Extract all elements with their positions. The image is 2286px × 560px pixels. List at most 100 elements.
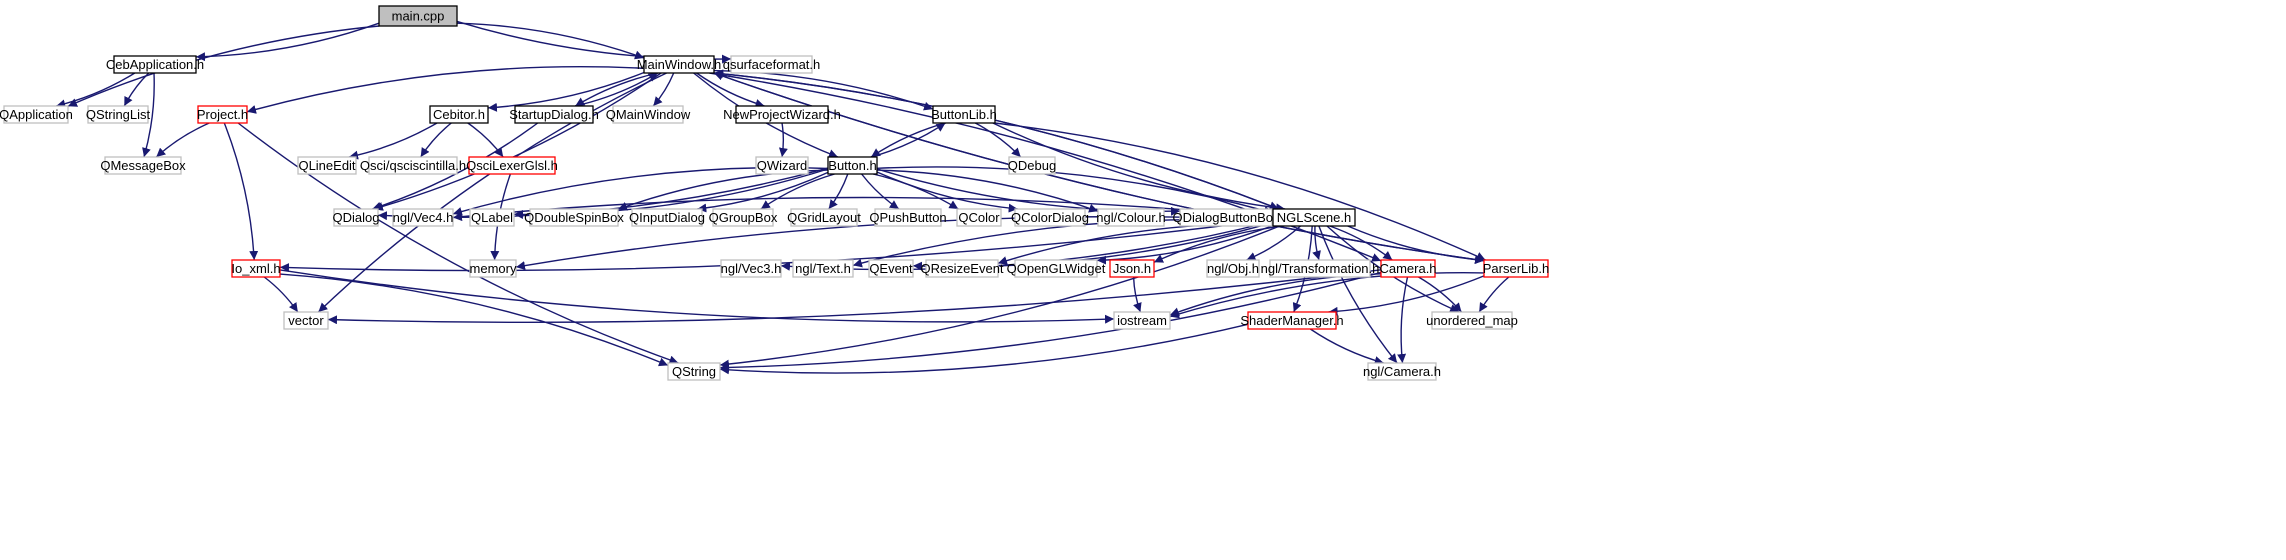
node-label: QInputDialog — [629, 210, 705, 225]
node-label: QDialog — [333, 210, 380, 225]
edge-json-h-to-iostream — [1132, 276, 1142, 313]
node-project-h[interactable]: Project.h — [197, 105, 248, 124]
edge-path — [870, 122, 946, 158]
edge-buttonlib-h-to-qdebug — [974, 122, 1022, 158]
edge-path — [713, 69, 1279, 210]
node-io-xml-h[interactable]: Io_xml.h — [231, 259, 281, 278]
node-mainwindow-h[interactable]: MainWindow.h — [637, 55, 722, 74]
node-box — [468, 156, 556, 175]
node-box — [720, 259, 782, 278]
node-label: QMainWindow — [606, 107, 691, 122]
edge-path — [155, 122, 210, 158]
edge-io-xml-h-to-iostream — [279, 269, 1115, 324]
edge-io-xml-h-to-qstring — [279, 273, 669, 367]
edge-nglscene-h-to-qstring — [719, 225, 1281, 369]
node-main-cpp[interactable]: main.cpp — [378, 5, 458, 27]
edge-main-cpp-to-qapplication — [67, 25, 380, 107]
node-json-h[interactable]: Json.h — [1109, 259, 1155, 278]
node-box — [1247, 311, 1337, 330]
edge-path — [696, 72, 765, 108]
edge-mainwindow-h-to-qdialog — [373, 72, 662, 211]
node-label: QLineEdit — [298, 158, 355, 173]
node-ngl-colour-h: ngl/Colour.h — [1096, 208, 1166, 227]
node-box — [429, 105, 489, 124]
node-nglscene-h[interactable]: NGLScene.h — [1272, 208, 1356, 227]
node-startupdialog-h[interactable]: StartupDialog.h — [509, 105, 599, 124]
edge-parserlib-h-to-iostream — [1169, 271, 1485, 319]
node-qcolordialog: QColorDialog — [1011, 208, 1089, 227]
edge-button-h-to-qgroupbox — [760, 173, 835, 210]
edge-buttonlib-h-to-parserlib-h — [994, 122, 1486, 261]
edge-cebapplication-h-to-qmessagebox — [142, 72, 155, 158]
node-box — [378, 5, 458, 27]
edge-main-cpp-to-mainwindow-h — [456, 22, 645, 60]
edge-startupdialog-h-to-mainwindow-h — [575, 72, 659, 107]
edge-path — [719, 271, 1382, 372]
node-qinputdialog: QInputDialog — [629, 208, 705, 227]
node-box — [529, 208, 619, 227]
edge-nglscene-h-to-ngl-vec4-h — [452, 196, 1274, 222]
node-qdialogbuttonbox: QDialogButtonBox — [1173, 208, 1280, 227]
edge-button-h-to-qinputdialog — [697, 171, 829, 213]
node-label: QResizeEvent — [920, 261, 1003, 276]
node-box — [643, 55, 715, 74]
edge-path — [778, 122, 788, 158]
node-label: QOpenGLWidget — [1007, 261, 1106, 276]
node-box — [3, 105, 69, 124]
edge-nglscene-h-to-json-h — [1153, 225, 1284, 263]
node-label: MainWindow.h — [637, 57, 722, 72]
edge-mainwindow-h-to-newprojectwizard-h — [696, 72, 765, 108]
node-qapplication: QApplication — [0, 105, 73, 124]
node-label: QColor — [958, 210, 1000, 225]
node-box — [197, 105, 248, 124]
edge-path — [992, 122, 1286, 213]
edge-path — [348, 122, 438, 160]
edge-button-h-to-qcolordialog — [876, 171, 1018, 213]
node-cebitor-h[interactable]: Cebitor.h — [429, 105, 489, 124]
node-box — [712, 208, 774, 227]
node-parserlib-h[interactable]: ParserLib.h — [1483, 259, 1549, 278]
node-label: vector — [288, 313, 324, 328]
node-label: ngl/Colour.h — [1096, 210, 1165, 225]
edge-path — [828, 173, 849, 210]
edge-path — [974, 122, 1022, 158]
node-buttonlib-h[interactable]: ButtonLib.h — [931, 105, 997, 124]
node-label: NewProjectWizard.h — [723, 107, 841, 122]
edge-path — [876, 171, 1018, 213]
node-qsurfaceformat-h: qsurfaceformat.h — [723, 55, 820, 74]
edge-path — [487, 71, 645, 112]
edge-nglscene-h-to-ngl-camera-h — [1318, 225, 1398, 364]
node-box — [827, 156, 878, 175]
node-vector: vector — [283, 311, 329, 330]
node-qdoublespinbox: QDoubleSpinBox — [524, 208, 624, 227]
node-qscilexerglsl-h[interactable]: QsciLexerGlsl.h — [466, 156, 558, 175]
node-button-h[interactable]: Button.h — [827, 156, 878, 175]
edge-mainwindow-h-to-qmainwindow — [652, 72, 675, 107]
node-box — [1014, 208, 1086, 227]
edge-camera-h-to-unordered-map — [1418, 276, 1463, 313]
edge-nglscene-h-to-camera-h — [1329, 225, 1393, 261]
edge-path — [713, 72, 1279, 210]
node-box — [1008, 156, 1056, 175]
node-label: ButtonLib.h — [931, 107, 997, 122]
edge-path — [760, 173, 835, 210]
node-label: QMessageBox — [100, 158, 186, 173]
edge-path — [56, 72, 136, 109]
node-qdialog: QDialog — [333, 208, 380, 227]
node-box — [1179, 208, 1273, 227]
node-qevent: QEvent — [868, 259, 914, 278]
edge-shadermanager-h-to-ngl-camera-h — [1309, 328, 1384, 365]
edge-path — [372, 122, 539, 211]
node-box — [755, 156, 809, 175]
edge-path — [373, 72, 662, 211]
node-cebapplication-h[interactable]: CebApplication.h — [106, 55, 204, 74]
node-box — [932, 105, 996, 124]
node-label: unordered_map — [1426, 313, 1518, 328]
edge-io-xml-h-to-vector — [263, 276, 299, 313]
node-newprojectwizard-h[interactable]: NewProjectWizard.h — [723, 105, 841, 124]
node-shadermanager-h[interactable]: ShaderManager.h — [1240, 311, 1344, 330]
node-label: QString — [672, 364, 716, 379]
node-memory: memory — [469, 259, 517, 278]
node-camera-h[interactable]: Camera.h — [1379, 259, 1437, 278]
